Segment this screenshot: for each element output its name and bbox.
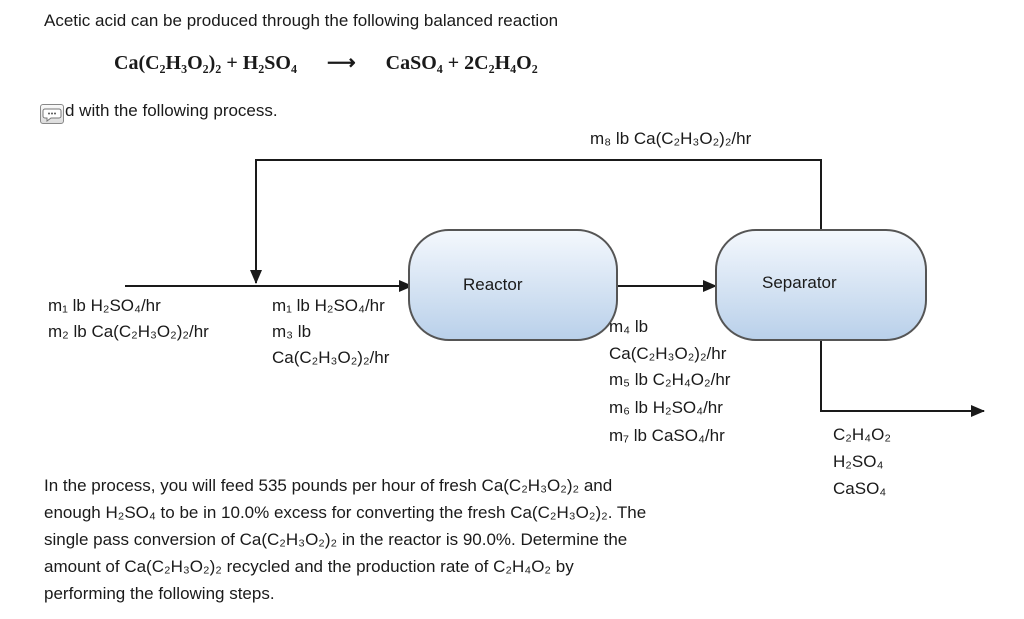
mixed-feed-label-2: m₃ lb (272, 322, 312, 341)
reactant-sulfuric-acid: H₂SO₄ (242, 52, 297, 74)
recycle-stream-label: m₈ lb Ca(C₂H₃O₂)₂/hr (590, 129, 752, 148)
reactor-label: Reactor (463, 275, 523, 294)
product-label-sulfuric-acid: H₂SO₄ (833, 452, 884, 471)
recycle-stream-line (250, 159, 822, 284)
product-stream-line (820, 340, 985, 417)
problem-line-3: single pass conversion of Ca(C₂H₃O₂)₂ in… (44, 530, 628, 549)
reactor-outlet-label-1: m₄ lb (609, 317, 649, 336)
reactor-outlet-label-3: m₅ lb C₂H₄O₂/hr (609, 370, 731, 389)
separator-vessel (715, 229, 927, 341)
reactor-outlet-label-4: m₆ lb H₂SO₄/hr (609, 398, 723, 417)
product-label-acetic-acid: C₂H₄O₂ (833, 425, 891, 444)
process-intro-text: d with the following process. (65, 101, 278, 120)
reactor-outlet-label-5: m₇ lb CaSO₄/hr (609, 426, 725, 445)
intro-text: Acetic acid can be produced through the … (44, 11, 559, 30)
separator-label: Separator (762, 273, 837, 292)
plus-sign: + (226, 52, 238, 74)
reactant-calcium-acetate: Ca(C₂H₃O₂)₂ (114, 52, 222, 74)
mixed-feed-label-3: Ca(C₂H₃O₂)₂/hr (272, 348, 390, 367)
product-calcium-sulfate: CaSO₄ (385, 52, 443, 74)
comment-bubble-icon[interactable] (40, 104, 64, 124)
balanced-equation: Ca(C₂H₃O₂)₂ + H₂SO₄ ⟶ CaSO₄ + 2C₂H₄O₂ (114, 50, 538, 75)
fresh-feed-label-1: m₁ lb H₂SO₄/hr (48, 296, 161, 315)
problem-line-2: enough H₂SO₄ to be in 10.0% excess for c… (44, 503, 647, 522)
plus-sign-2: + (447, 52, 460, 74)
problem-line-1: In the process, you will feed 535 pounds… (44, 476, 613, 495)
problem-line-4: amount of Ca(C₂H₃O₂)₂ recycled and the p… (44, 557, 574, 576)
reactor-outlet-label-2: Ca(C₂H₃O₂)₂/hr (609, 344, 727, 363)
product-label-calcium-sulfate: CaSO₄ (833, 479, 887, 498)
problem-line-5: performing the following steps. (44, 584, 275, 603)
fresh-feed-label-2: m₂ lb Ca(C₂H₃O₂)₂/hr (48, 322, 209, 341)
product-acetic-acid: 2C₂H₄O₂ (464, 52, 538, 74)
reactor-vessel (408, 229, 618, 341)
reaction-arrow: ⟶ (326, 52, 356, 74)
mixed-feed-label-1: m₁ lb H₂SO₄/hr (272, 296, 385, 315)
